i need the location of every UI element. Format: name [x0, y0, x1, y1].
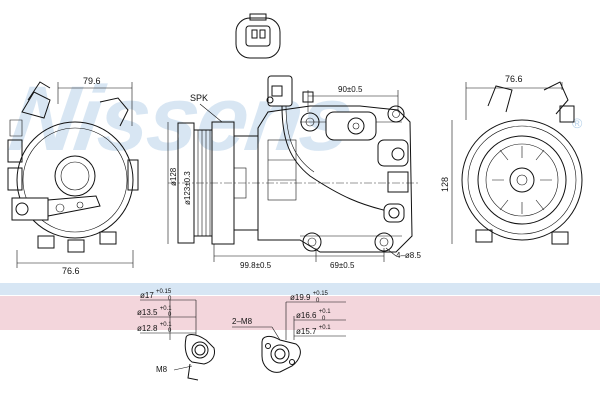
dim-90: 90±0.5 — [338, 85, 363, 94]
fit-right-thread: 2–M8 — [232, 317, 253, 326]
svg-text:ø13.5 +0.1: ø13.5 +0.1 — [137, 306, 172, 317]
registered-mark: ® — [572, 115, 583, 131]
svg-text:ø12.8 +0.1: ø12.8 +0.1 — [137, 322, 172, 333]
dia-128: ø128 — [169, 167, 178, 186]
connector-detail — [235, 13, 281, 59]
fit-right-d15: ø15.7 — [296, 327, 317, 336]
dia-123: ø123±0.3 — [183, 171, 192, 205]
brand-watermark: Nissens — [4, 66, 357, 169]
dim-76-6-right: 76.6 — [505, 74, 523, 84]
fit-right-d16-tol-low: 0 — [322, 316, 326, 322]
fit-right-d19-tol-low: 0 — [316, 298, 320, 304]
fit-left-thread: M8 — [156, 365, 168, 374]
dim-79-6: 79.6 — [83, 76, 101, 86]
fit-left-d12: ø12.8 — [137, 324, 158, 333]
fit-left-d13: ø13.5 — [137, 308, 158, 317]
dim-76-6-left: 76.6 — [62, 266, 80, 276]
fitting-right: 2–M8 ø19.9 +0.15 0 ø16.6 +0.1 0 ø15.7 +0… — [232, 291, 346, 373]
svg-text:ø16.6 +0.1: ø16.6 +0.1 — [296, 309, 331, 320]
fit-left-d13-tol-up: +0.1 — [160, 306, 173, 312]
fit-left-d13-tol-low: 0 — [168, 312, 172, 318]
pink-band — [0, 296, 600, 330]
blue-band — [0, 283, 600, 295]
fit-right-d19: ø19.9 — [290, 293, 311, 302]
spk-label: SPK — [190, 93, 208, 103]
middle-side-view: SPK ø128 ø123±0.3 90±0.5 99.8±0.5 69±0.5… — [167, 75, 421, 270]
svg-text:ø15.7 +0.1: ø15.7 +0.1 — [296, 325, 331, 336]
fit-right-d16-tol-up: +0.1 — [319, 309, 332, 315]
dim-69: 69±0.5 — [330, 261, 355, 270]
fit-right-d19-tol-up: +0.15 — [313, 291, 329, 297]
fit-right-d15-tol-up: +0.1 — [319, 325, 332, 331]
dim-128-right: 128 — [440, 177, 450, 192]
fit-right-d16: ø16.6 — [296, 311, 317, 320]
svg-text:ø17 +0.15: ø17 +0.15 — [140, 289, 172, 300]
fit-left-d12-tol-low: 0 — [168, 328, 172, 334]
dim-99-8: 99.8±0.5 — [240, 261, 272, 270]
fitting-left: ø17 +0.15 0 ø13.5 +0.1 0 ø12.8 +0.1 0 M8 — [137, 289, 215, 381]
left-rear-view: 79.6 76.6 — [7, 76, 139, 276]
fit-left-d12-tol-up: +0.1 — [160, 322, 173, 328]
fit-left-d17: ø17 — [140, 291, 154, 300]
right-front-view: 76.6 128 — [440, 74, 583, 245]
fit-left-d17-tol-up: +0.15 — [156, 289, 172, 295]
svg-text:ø19.9 +0.15: ø19.9 +0.15 — [290, 291, 329, 302]
holes-label: 4–ø8.5 — [396, 251, 421, 260]
fit-left-d17-tol-low: 0 — [168, 296, 172, 302]
